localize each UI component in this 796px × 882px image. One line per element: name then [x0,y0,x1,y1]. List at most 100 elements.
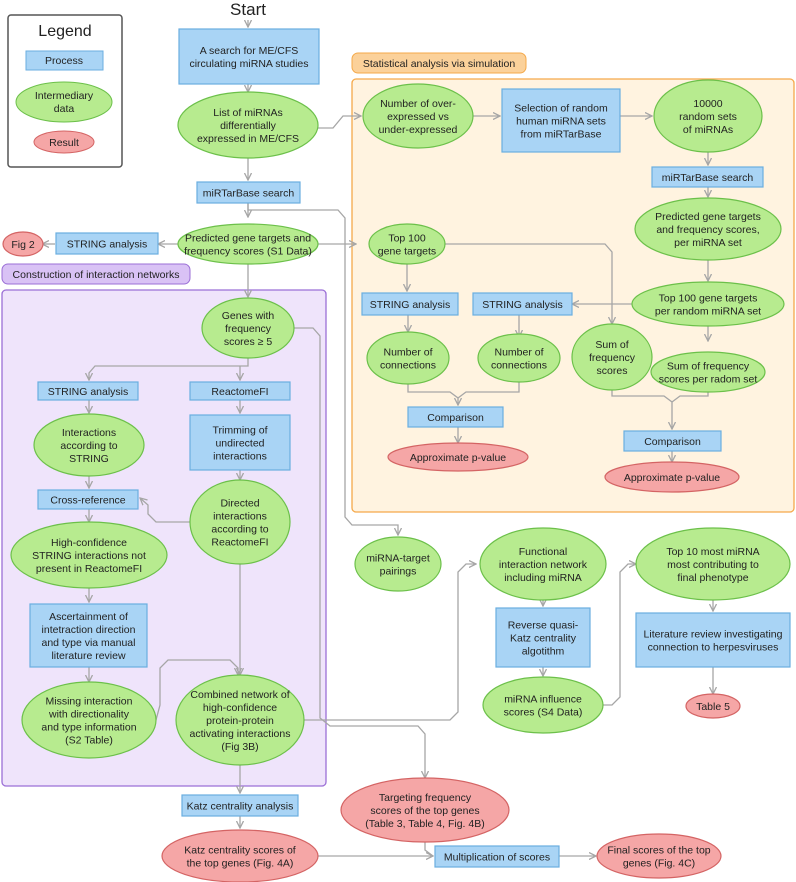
arrow [424,842,434,857]
legend-result-swatch [33,130,95,154]
node-label-line: frequency [589,352,636,364]
node-label-line: connections [491,360,547,372]
sum-freq-node [571,323,653,391]
network-group-label: Construction of interaction networks [13,269,180,281]
node-label-line: protein-protein [206,715,274,727]
node-label-line: Number of [383,347,432,359]
node-label-line: and type via manual [42,637,136,649]
node-label-line: Comparison [427,412,484,424]
node-label-line: Functional [519,546,567,558]
node-label-line: per miRNA set [674,237,742,249]
node-label-line: with directionality [48,709,130,721]
trimming-node [189,414,291,471]
katz-analysis-node [181,794,299,817]
functional-node [479,527,607,601]
node-label-line: Directed [220,498,259,510]
multiplication-node [434,845,560,868]
random-sets-node [653,79,763,153]
node-label-line: scores (S4 Data) [504,707,583,719]
arrow [294,327,425,778]
node-label-line: Missing interaction [46,696,133,708]
node-label-line: Fig 2 [11,239,35,251]
reactome-node [189,381,291,401]
node-label-line: ReactomeFI [211,386,268,398]
node-label-line: Combined network of [190,689,289,701]
mirtarbase-node [196,181,301,204]
node-label-line: Top 100 gene targets [659,293,758,305]
legend-intermediary-swatch [15,81,113,123]
arrow [457,382,520,399]
node-label-line: miRTarBase search [662,172,754,184]
influence-node [482,676,604,734]
node-label-line: activating interactions [190,728,291,740]
fig2-node [2,231,44,257]
node-label-line: Literature review investigating [644,629,783,641]
node-label-line: undirected [215,438,264,450]
string-main-label: STRING analysis [67,239,148,251]
arrow [407,384,458,405]
node-label-line: Targeting frequency [379,792,472,804]
node-label-line: present in ReactomeFI [36,563,142,575]
arrow [304,564,476,721]
node-label-line: scores per radom set [659,374,758,386]
node-label-line: Number of [494,347,543,359]
node-label-line: miRNA-target [366,553,430,565]
node-label-line: miRNA influence [504,694,582,706]
directed-node [189,479,291,565]
final-scores-node [596,833,722,879]
node-label-line: according to [60,440,117,452]
random-sel-node [501,88,621,153]
combined-node [175,674,305,766]
node-label-line: Approximate p-value [410,452,506,464]
mirna-list-node [177,91,319,159]
ascertain-node [29,603,148,668]
pvalue2-node [604,461,740,493]
node-label-line: scores ≥ 5 [224,336,273,348]
crossref-node [37,489,139,510]
node-label-line: the top genes (Fig. 4A) [187,858,294,870]
node-label-line: Predicted gene targets [655,211,761,223]
legend-intermediary-line: Intermediary [35,90,94,102]
node-label-line: gene targets [378,246,436,258]
node-label-line: STRING interactions not [32,550,146,562]
predicted-node [177,223,319,265]
node-label-line: connection to herpesviruses [648,642,779,654]
arrows-layer [42,20,713,856]
reverse-katz-node [495,607,591,668]
node-label-line: STRING analysis [67,239,148,251]
pvalue2-label: Approximate p-value [624,472,720,484]
node-label-line: Selection of random [514,103,608,115]
literature-node [635,612,791,668]
interactions-string-node [33,413,145,477]
legend-process-swatch [25,50,104,71]
top100-random-node [631,281,785,327]
node-label-line: (Fig 3B) [221,741,258,753]
node-label-line: A search for ME/CFS [200,45,299,57]
node-label-line: human miRNA sets [516,116,606,128]
node-label-line: STRING analysis [482,299,563,311]
node-label-line: Katz centrality [510,633,577,645]
node-label-line: frequency scores (S1 Data) [184,246,312,258]
node-label-line: Multiplication of scores [444,852,550,864]
node-label-line: connections [380,360,436,372]
node-label-line: Sum of [595,339,628,351]
arrow [603,564,636,706]
node-label-line: Genes with [222,310,275,322]
node-label-line: circulating miRNA studies [189,58,308,70]
pred-per-set-node [634,197,782,261]
node-label-line: scores of the top genes [370,805,479,817]
pvalue1-node [387,442,529,472]
string-main-node [55,232,159,255]
